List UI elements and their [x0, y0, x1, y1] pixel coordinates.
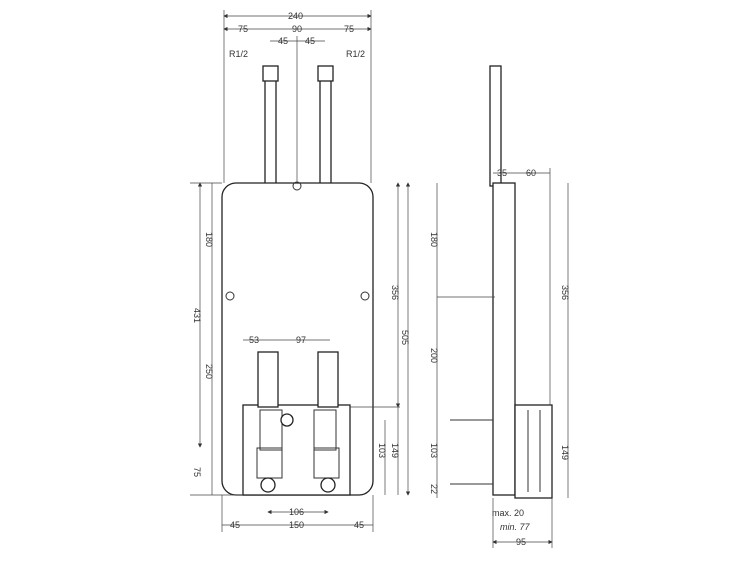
dim-45-bottom-left: 45: [230, 520, 240, 530]
side-min-77: min. 77: [500, 522, 531, 532]
side-dim-356: 356: [560, 285, 570, 300]
dim-75-bottom: 75: [192, 467, 202, 477]
side-max-20: max. 20: [492, 508, 524, 518]
right-pipe: [319, 79, 332, 186]
side-dim-95: 95: [516, 537, 526, 547]
side-dim-35: 35: [497, 168, 507, 178]
dim-53: 53: [249, 335, 259, 345]
side-body: [492, 182, 516, 496]
side-dim-22: 22: [429, 484, 439, 494]
dim-149: 149: [390, 443, 400, 458]
dim-431: 431: [192, 308, 202, 323]
dim-97: 97: [296, 335, 306, 345]
side-box: [514, 404, 553, 499]
side-dim-60: 60: [526, 168, 536, 178]
side-dim-200: 200: [429, 348, 439, 363]
dim-75-left: 75: [238, 24, 248, 34]
dim-45-bottom-right: 45: [354, 520, 364, 530]
dim-180: 180: [204, 232, 214, 247]
dim-45-left: 45: [278, 36, 288, 46]
dim-106: 106: [289, 507, 304, 517]
dim-90: 90: [292, 24, 302, 34]
thread-right: R1/2: [346, 49, 365, 59]
dim-75-right: 75: [344, 24, 354, 34]
side-dim-103: 103: [429, 443, 439, 458]
front-view: 240 75 90 75 45 45 R1/2 R1/2 431 180 250…: [190, 10, 411, 532]
left-pipe: [264, 79, 277, 186]
dim-505: 505: [400, 330, 410, 345]
dim-150: 150: [289, 520, 304, 530]
side-dim-180: 180: [429, 232, 439, 247]
side-view: 180 200 103 22 356 149 35 60 max. 20 min…: [429, 65, 570, 548]
dim-45-right: 45: [305, 36, 315, 46]
dim-103: 103: [377, 443, 387, 458]
side-dim-149: 149: [560, 445, 570, 460]
dim-356: 356: [390, 285, 400, 300]
dim-240: 240: [288, 11, 303, 21]
thread-left: R1/2: [229, 49, 248, 59]
dim-250: 250: [204, 364, 214, 379]
